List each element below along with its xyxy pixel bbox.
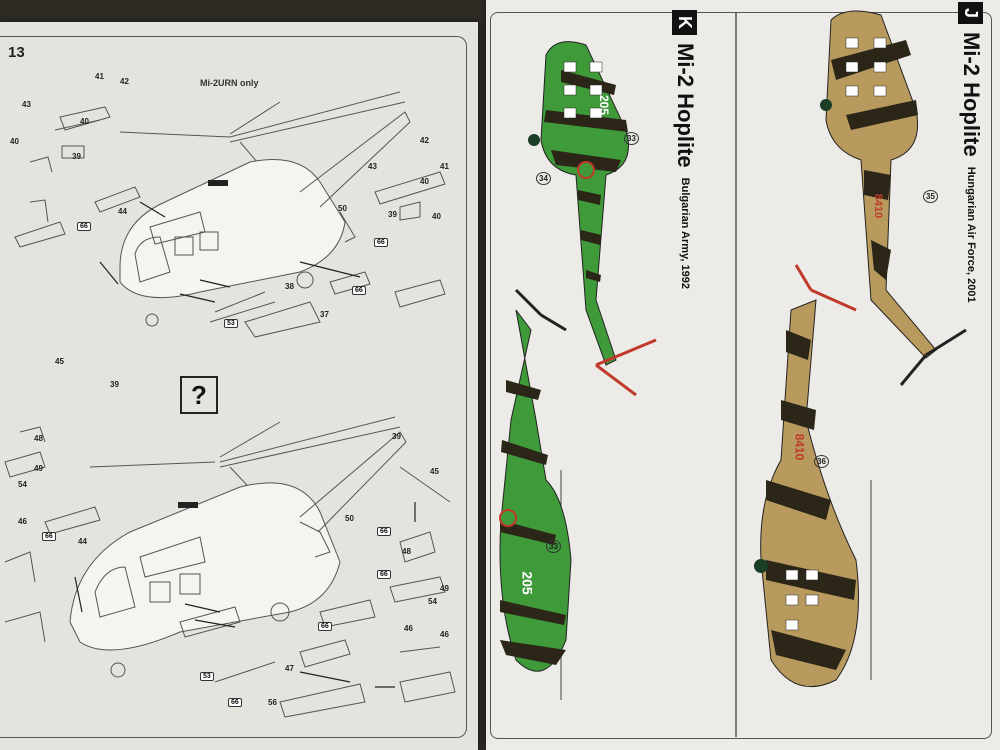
- part-number-41: 41: [95, 72, 104, 81]
- scheme-j-callout-36: 36: [814, 455, 829, 468]
- part-number-44: 44: [118, 207, 127, 216]
- part-number-43b: 43: [368, 162, 377, 171]
- part-number-50b: 50: [345, 514, 354, 523]
- scheme-k-subtitle: Bulgarian Army, 1992: [679, 177, 691, 289]
- part-number-37: 37: [320, 310, 329, 319]
- helicopter-assembly-drawing-bottom: [4, 416, 456, 718]
- scheme-k-badge: K: [672, 10, 698, 35]
- paint-code-66e: 66: [377, 527, 391, 536]
- scheme-k-serial-side: 205: [519, 571, 536, 595]
- part-number-42: 42: [120, 77, 129, 86]
- scheme-j-side-view: [754, 264, 859, 688]
- scheme-k-top-view: [528, 41, 657, 397]
- part-number-47: 47: [285, 664, 294, 673]
- part-number-48: 48: [34, 434, 43, 443]
- scheme-k-callout-33: 33: [624, 132, 639, 145]
- scheme-k-callout-34: 34: [536, 172, 551, 185]
- paint-code-66d: 66: [42, 532, 56, 541]
- scheme-k-serial-top: 205: [597, 94, 612, 116]
- paint-code-66c: 66: [352, 286, 366, 295]
- part-number-39d: 39: [392, 432, 401, 441]
- paint-code-66h: 66: [228, 698, 242, 707]
- part-number-38: 38: [285, 282, 294, 291]
- part-number-39b: 39: [388, 210, 397, 219]
- page-number: 13: [8, 44, 25, 61]
- part-number-46b: 46: [404, 624, 413, 633]
- part-number-54b: 54: [428, 597, 437, 606]
- part-number-44b: 44: [78, 537, 87, 546]
- part-number-46: 46: [18, 517, 27, 526]
- variant-note: Mi-2URN only: [200, 78, 259, 88]
- part-number-43: 43: [22, 100, 31, 109]
- scheme-k-heading: K Mi-2 HopliteBulgarian Army, 1992: [672, 10, 698, 289]
- scheme-j-badge: J: [958, 2, 984, 25]
- part-number-54: 54: [18, 480, 27, 489]
- helicopter-assembly-drawing-top: [14, 91, 446, 338]
- scheme-j-serial-side: 8410: [792, 433, 807, 461]
- painting-guide-page-right: K Mi-2 HopliteBulgarian Army, 1992 J Mi-2 …: [486, 0, 1000, 750]
- part-number-45: 45: [55, 357, 64, 366]
- scheme-j-title: Mi-2 Hoplite: [959, 32, 984, 157]
- part-number-40c: 40: [420, 177, 429, 186]
- part-number-56: 56: [268, 698, 277, 707]
- page-frame: [0, 36, 467, 738]
- scheme-k-title: Mi-2 Hoplite: [673, 43, 698, 168]
- paint-code-66: 66: [77, 222, 91, 231]
- scheme-j-subtitle: Hungarian Air Force, 2001: [965, 166, 977, 303]
- part-number-49: 49: [34, 464, 43, 473]
- part-number-42b: 42: [420, 136, 429, 145]
- scheme-k-side-view: [499, 288, 572, 672]
- paint-code-66g: 66: [318, 622, 332, 631]
- part-number-46c: 46: [440, 630, 449, 639]
- scheme-j-serial-top: 8410: [872, 193, 885, 219]
- part-number-50: 50: [338, 204, 347, 213]
- camouflage-schemes: [499, 10, 967, 737]
- part-number-45b: 45: [430, 467, 439, 476]
- scheme-j-callout-35: 35: [923, 190, 938, 203]
- paint-code-66f: 66: [377, 570, 391, 579]
- paint-code-53: 53: [224, 319, 238, 328]
- part-number-40b: 40: [10, 137, 19, 146]
- part-number-40: 40: [80, 117, 89, 126]
- part-number-39c: 39: [110, 380, 119, 389]
- part-number-48b: 48: [402, 547, 411, 556]
- part-number-41b: 41: [440, 162, 449, 171]
- scheme-j-heading: J Mi-2 HopliteHungarian Air Force, 2001: [958, 2, 984, 303]
- help-symbol-box: ?: [180, 376, 218, 414]
- instruction-page-left: 13 Mi-2URN only: [0, 22, 478, 750]
- paint-code-66b: 66: [374, 238, 388, 247]
- page-frame: [490, 12, 992, 739]
- paint-code-53b: 53: [200, 672, 214, 681]
- part-number-39: 39: [72, 152, 81, 161]
- part-number-40d: 40: [432, 212, 441, 221]
- scheme-j-top-view: [820, 10, 967, 386]
- scheme-k-callout-33-side: 33: [546, 540, 561, 553]
- part-number-49b: 49: [440, 584, 449, 593]
